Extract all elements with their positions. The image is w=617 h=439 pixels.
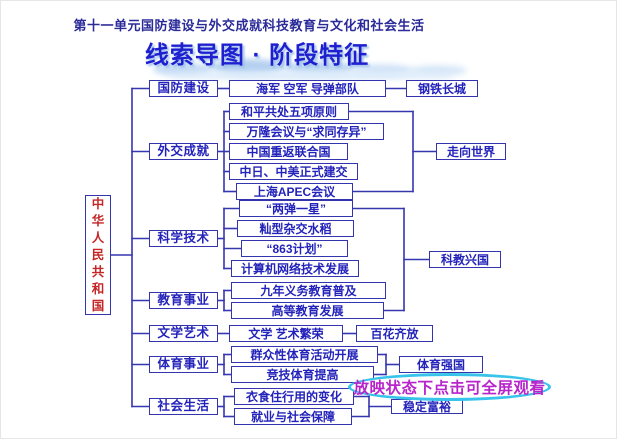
result-sports-power: 体育强国 bbox=[399, 356, 483, 373]
child-nine-year-education: 九年义务教育普及 bbox=[231, 282, 386, 299]
child-computer-network: 计算机网络技术发展 bbox=[231, 260, 359, 277]
branch-science-tech: 科学技术 bbox=[149, 230, 218, 247]
branch-social-life: 社会生活 bbox=[149, 398, 218, 415]
result-stable-prosperous: 稳定富裕 bbox=[391, 399, 463, 414]
child-five-principles: 和平共处五项原则 bbox=[229, 103, 349, 120]
branch-diplomacy: 外交成就 bbox=[149, 143, 218, 160]
child-return-to-un: 中国重返联合国 bbox=[229, 143, 348, 160]
child-competitive-sports: 竞技体育提高 bbox=[231, 366, 374, 383]
result-science-education: 科教兴国 bbox=[429, 251, 501, 268]
child-literature-art-flourish: 文学 艺术繁荣 bbox=[229, 325, 343, 342]
result-hundred-flowers: 百花齐放 bbox=[356, 325, 433, 342]
child-mass-sports: 群众性体育活动开展 bbox=[231, 346, 378, 363]
child-relations-japan-us: 中日、中美正式建交 bbox=[229, 163, 358, 180]
branch-education: 教育事业 bbox=[149, 292, 218, 309]
child-two-bombs-one-satellite: “两弹一星” bbox=[239, 200, 353, 217]
child-daily-life-changes: 衣食住行用的变化 bbox=[234, 388, 354, 405]
branch-national-defense: 国防建设 bbox=[149, 80, 218, 97]
root-node-label: 中华人民共和国 bbox=[91, 196, 105, 313]
child-navy-airforce-missile: 海军 空军 导弹部队 bbox=[229, 80, 386, 97]
child-higher-education: 高等教育发展 bbox=[231, 302, 384, 319]
child-bandung-conference: 万隆会议与“求同存异” bbox=[229, 123, 384, 140]
child-shanghai-apec: 上海APEC会议 bbox=[236, 183, 353, 200]
branch-sports: 体育事业 bbox=[149, 356, 218, 373]
child-hybrid-rice: 籼型杂交水稻 bbox=[237, 220, 354, 237]
branch-literature-art: 文学艺术 bbox=[149, 325, 218, 342]
page-title: 第十一单元国防建设与外交成就科技教育与文化和社会生活 bbox=[73, 18, 425, 33]
child-863-program: “863计划” bbox=[241, 240, 348, 257]
page-subtitle: 线索导图 · 阶段特征 bbox=[144, 42, 370, 69]
fullscreen-note: 放映状态下点击可全屏观看 bbox=[348, 373, 551, 401]
child-employment-security: 就业与社会保障 bbox=[234, 408, 352, 425]
result-toward-world: 走向世界 bbox=[436, 143, 506, 160]
result-steel-great-wall: 钢铁长城 bbox=[406, 80, 478, 97]
root-node-prc: 中华人民共和国 bbox=[85, 195, 111, 315]
